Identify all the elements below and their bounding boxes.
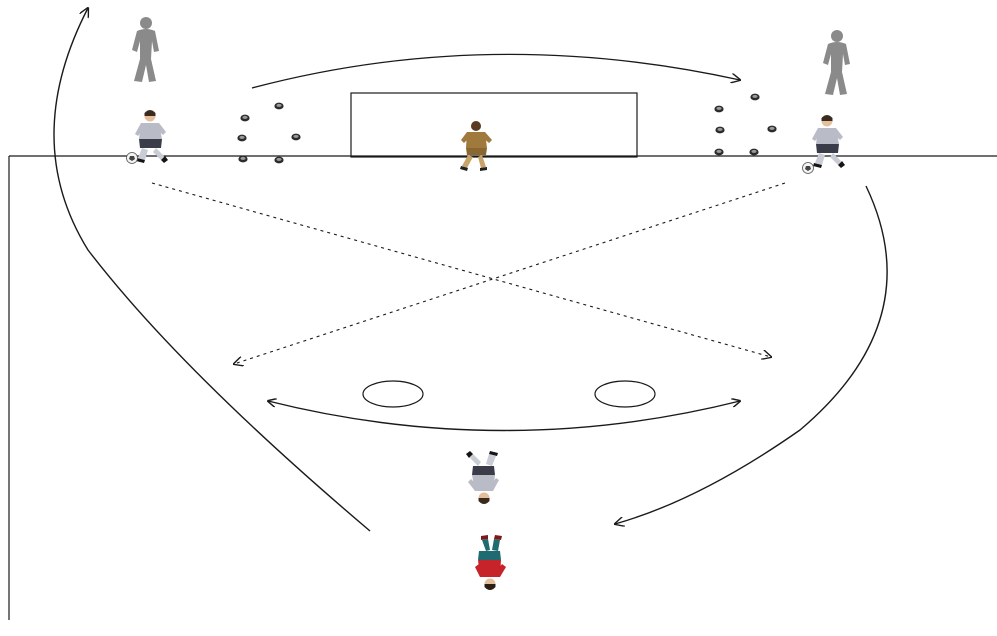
- soccer-ball-icon: [127, 153, 138, 164]
- cone-marker-icon: [715, 127, 724, 134]
- waiting-player-silhouette-icon: [132, 17, 159, 82]
- mini-goal-ring-left: [363, 381, 423, 407]
- cone-marker-icon: [714, 106, 723, 113]
- cone-marker-icon: [291, 134, 300, 141]
- pass-arrow-left-to-right: [152, 183, 771, 357]
- pitch-lines: [9, 93, 997, 620]
- player-figure-icon: [812, 115, 845, 168]
- run-arrow-middle: [268, 401, 740, 431]
- defender-figure-icon: [475, 535, 506, 590]
- cone-group-left: [237, 103, 300, 164]
- cone-marker-icon: [274, 103, 283, 110]
- goalkeeper-icon: [460, 121, 492, 171]
- cone-marker-icon: [749, 149, 758, 156]
- player-figure-icon: [135, 110, 168, 163]
- cone-marker-icon: [240, 115, 249, 122]
- run-arrow-left: [54, 8, 370, 531]
- goal-frame: [351, 93, 637, 157]
- run-arrow-right: [615, 186, 887, 524]
- run-arrow-top: [252, 54, 740, 88]
- soccer-ball-icon: [803, 163, 814, 174]
- cone-marker-icon: [274, 157, 283, 164]
- cone-marker-icon: [237, 135, 246, 142]
- waiting-player-silhouette-icon: [823, 30, 850, 95]
- cone-marker-icon: [238, 156, 247, 163]
- cone-marker-icon: [767, 126, 776, 133]
- cone-group-right: [714, 94, 776, 156]
- mini-goal-ring-right: [595, 381, 655, 407]
- cone-marker-icon: [714, 149, 723, 156]
- pass-arrow-right-to-left: [234, 183, 785, 364]
- cone-marker-icon: [750, 94, 759, 101]
- player-figure-icon: [466, 451, 499, 504]
